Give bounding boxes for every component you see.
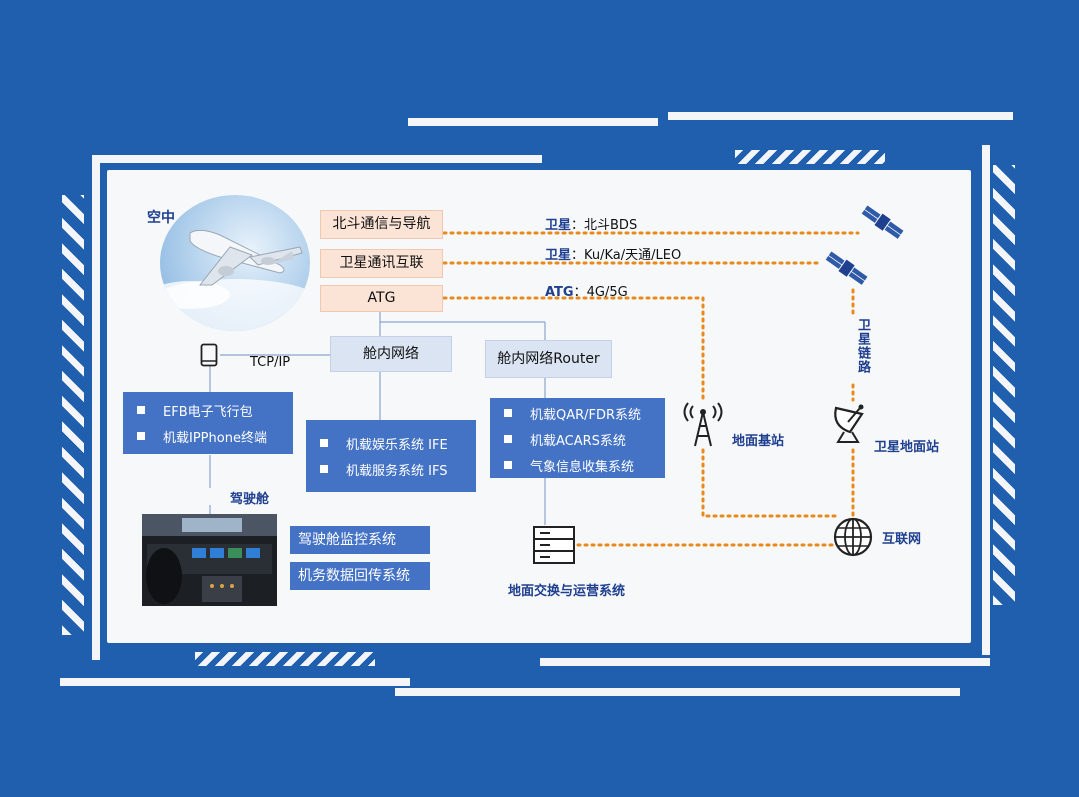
server-icon bbox=[532, 525, 576, 569]
bds-box: 北斗通信与导航 bbox=[320, 210, 443, 239]
satellite-icon-2 bbox=[822, 248, 870, 294]
ground-system-label: 地面交换与运营系统 bbox=[508, 584, 626, 599]
frame-left-line bbox=[92, 155, 100, 660]
dotted-atg-link bbox=[442, 296, 705, 404]
frame-stripes-bottom bbox=[195, 652, 375, 666]
qar-item-label: 机载QAR/FDR系统 bbox=[530, 407, 642, 423]
antenna-icon bbox=[683, 402, 723, 452]
sat-link-label: 卫星：Ku/Ka/天通/LEO bbox=[545, 244, 681, 263]
frame-stripes-top bbox=[735, 150, 885, 164]
internet-label: 互联网 bbox=[882, 532, 922, 547]
bds-link-label: 卫星：北斗BDS bbox=[545, 214, 637, 233]
frame-top-left-line bbox=[92, 155, 542, 163]
bds-link-text: ：北斗BDS bbox=[571, 218, 638, 233]
ife-item: 机载娱乐系统 IFE bbox=[306, 430, 476, 456]
tcpip-label: TCP/IP bbox=[250, 355, 291, 370]
cockpit-label: 驾驶舱 bbox=[230, 492, 270, 507]
ipphone-item: 机载IPPhone终端 bbox=[123, 423, 293, 449]
qar-item: 机载QAR/FDR系统 bbox=[490, 400, 665, 426]
ife-box: 机载娱乐系统 IFE 机载服务系统 IFS bbox=[306, 420, 476, 492]
ife-item-label: 机载娱乐系统 IFE bbox=[346, 437, 448, 453]
efb-box: EFB电子飞行包 机载IPPhone终端 bbox=[123, 392, 293, 454]
sat-link-prefix: 卫星 bbox=[545, 248, 572, 263]
atg-box: ATG bbox=[320, 285, 443, 312]
ipphone-item-label: 机载IPPhone终端 bbox=[163, 430, 267, 446]
frame-bottom-line-3 bbox=[395, 688, 960, 696]
frame-top-right-line-1 bbox=[408, 118, 658, 126]
globe-icon bbox=[832, 516, 874, 562]
weather-item: 气象信息收集系统 bbox=[490, 452, 665, 478]
maintenance-data-box: 机务数据回传系统 bbox=[290, 562, 430, 590]
atg-link-prefix: ATG bbox=[545, 285, 574, 300]
ground-base-label: 地面基站 bbox=[732, 434, 785, 449]
acars-item-label: 机载ACARS系统 bbox=[530, 433, 626, 449]
atg-link-text: ：4G/5G bbox=[573, 285, 628, 300]
sat-link-vertical-label: 卫星链路 bbox=[855, 318, 870, 374]
atg-link-label: ATG：4G/5G bbox=[545, 281, 628, 300]
efb-item-label: EFB电子飞行包 bbox=[163, 404, 253, 420]
ifs-item-label: 机载服务系统 IFS bbox=[346, 463, 448, 479]
satcom-box: 卫星通讯互联 bbox=[320, 249, 443, 278]
dotted-base-to-internet bbox=[701, 448, 837, 518]
frame-bottom-line-2 bbox=[60, 678, 410, 686]
cabin-router-box: 舱内网络Router bbox=[485, 340, 612, 378]
cabin-network-box: 舱内网络 bbox=[330, 336, 452, 372]
cockpit-monitor-box: 驾驶舱监控系统 bbox=[290, 526, 430, 554]
cockpit-image bbox=[142, 514, 277, 606]
frame-stripes-right bbox=[993, 165, 1015, 605]
acars-item: 机载ACARS系统 bbox=[490, 426, 665, 452]
satellite-icon-1 bbox=[858, 203, 906, 247]
sat-link-text: ：Ku/Ka/天通/LEO bbox=[571, 248, 682, 263]
frame-stripes-left bbox=[62, 195, 84, 635]
frame-top-right-line-2 bbox=[668, 112, 1013, 120]
air-label: 空中 bbox=[147, 210, 175, 226]
bds-link-prefix: 卫星 bbox=[545, 218, 572, 233]
efb-item: EFB电子飞行包 bbox=[123, 397, 293, 423]
sat-ground-station-label: 卫星地面站 bbox=[874, 440, 940, 455]
weather-item-label: 气象信息收集系统 bbox=[530, 459, 635, 475]
frame-right-line bbox=[982, 145, 990, 655]
qar-box: 机载QAR/FDR系统 机载ACARS系统 气象信息收集系统 bbox=[490, 398, 665, 478]
frame-bottom-line-1 bbox=[540, 658, 990, 666]
dish-icon bbox=[830, 400, 872, 448]
ifs-item: 机载服务系统 IFS bbox=[306, 456, 476, 482]
airplane-image bbox=[160, 195, 310, 331]
phone-icon bbox=[200, 343, 218, 371]
